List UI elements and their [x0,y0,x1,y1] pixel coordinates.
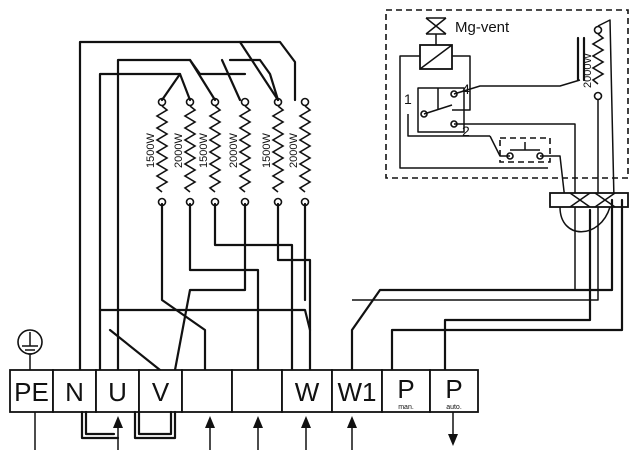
valve-icon [419,17,453,70]
terminal-sublabel: man. [398,404,414,411]
terminal-label: PE [14,377,49,407]
arrow-up-icon [253,416,263,450]
ground-icon [17,329,43,370]
arrow-up-icon [347,416,357,450]
thermostat-switch [417,87,465,133]
arrow-down-icon [448,412,458,446]
heater-5: 1500W [261,97,285,207]
heater-2: 2000W [173,97,197,207]
arrow-up-icon [113,416,123,450]
heater-elements: 1500W 2000W 1500W 2000W 1500W 2000W [145,97,312,207]
pressure-switch [499,137,551,163]
arrow-up-icon [205,416,215,450]
terminal-8: W1 [331,369,383,413]
terminal-2: N [52,369,97,413]
control-box-outline [385,9,629,179]
terminal-3: U [95,369,140,413]
feed-arrows [113,412,458,450]
terminal-label: P [397,374,414,404]
thermostat-contact-4: 4 [462,81,470,97]
heater-1: 1500W [145,97,169,207]
coil-rating: 2000W [582,53,594,88]
terminal-6 [231,369,283,413]
terminal-4: V [138,369,183,413]
terminal-label: N [65,377,84,407]
heater-4: 2000W [228,97,252,207]
arrow-up-icon [301,416,311,450]
heater-rating-1: 1500W [145,133,157,168]
thermostat-contact-2: 2 [462,123,470,139]
thermostat-contact-1: 1 [404,91,412,107]
terminal-label: W1 [338,377,377,407]
heater-rating-3: 1500W [198,133,210,168]
valve-label: Mg-vent [455,19,510,36]
terminal-1: PE [9,369,54,413]
heater-rating-4: 2000W [228,133,240,168]
heater-3: 1500W [198,97,222,207]
terminal-label: W [295,377,320,407]
heater-6: 2000W [288,97,312,207]
terminal-5 [181,369,233,413]
terminal-label: V [152,377,170,407]
terminal-7: W [281,369,333,413]
cable-gland [549,192,629,208]
heater-rating-5: 1500W [261,133,273,168]
heater-rating-6: 2000W [288,133,300,168]
terminal-sublabel: auto. [446,404,462,411]
coil-heater [576,25,605,101]
terminal-label: U [108,377,127,407]
terminal-label: P [445,374,462,404]
heater-rating-2: 2000W [173,133,185,168]
